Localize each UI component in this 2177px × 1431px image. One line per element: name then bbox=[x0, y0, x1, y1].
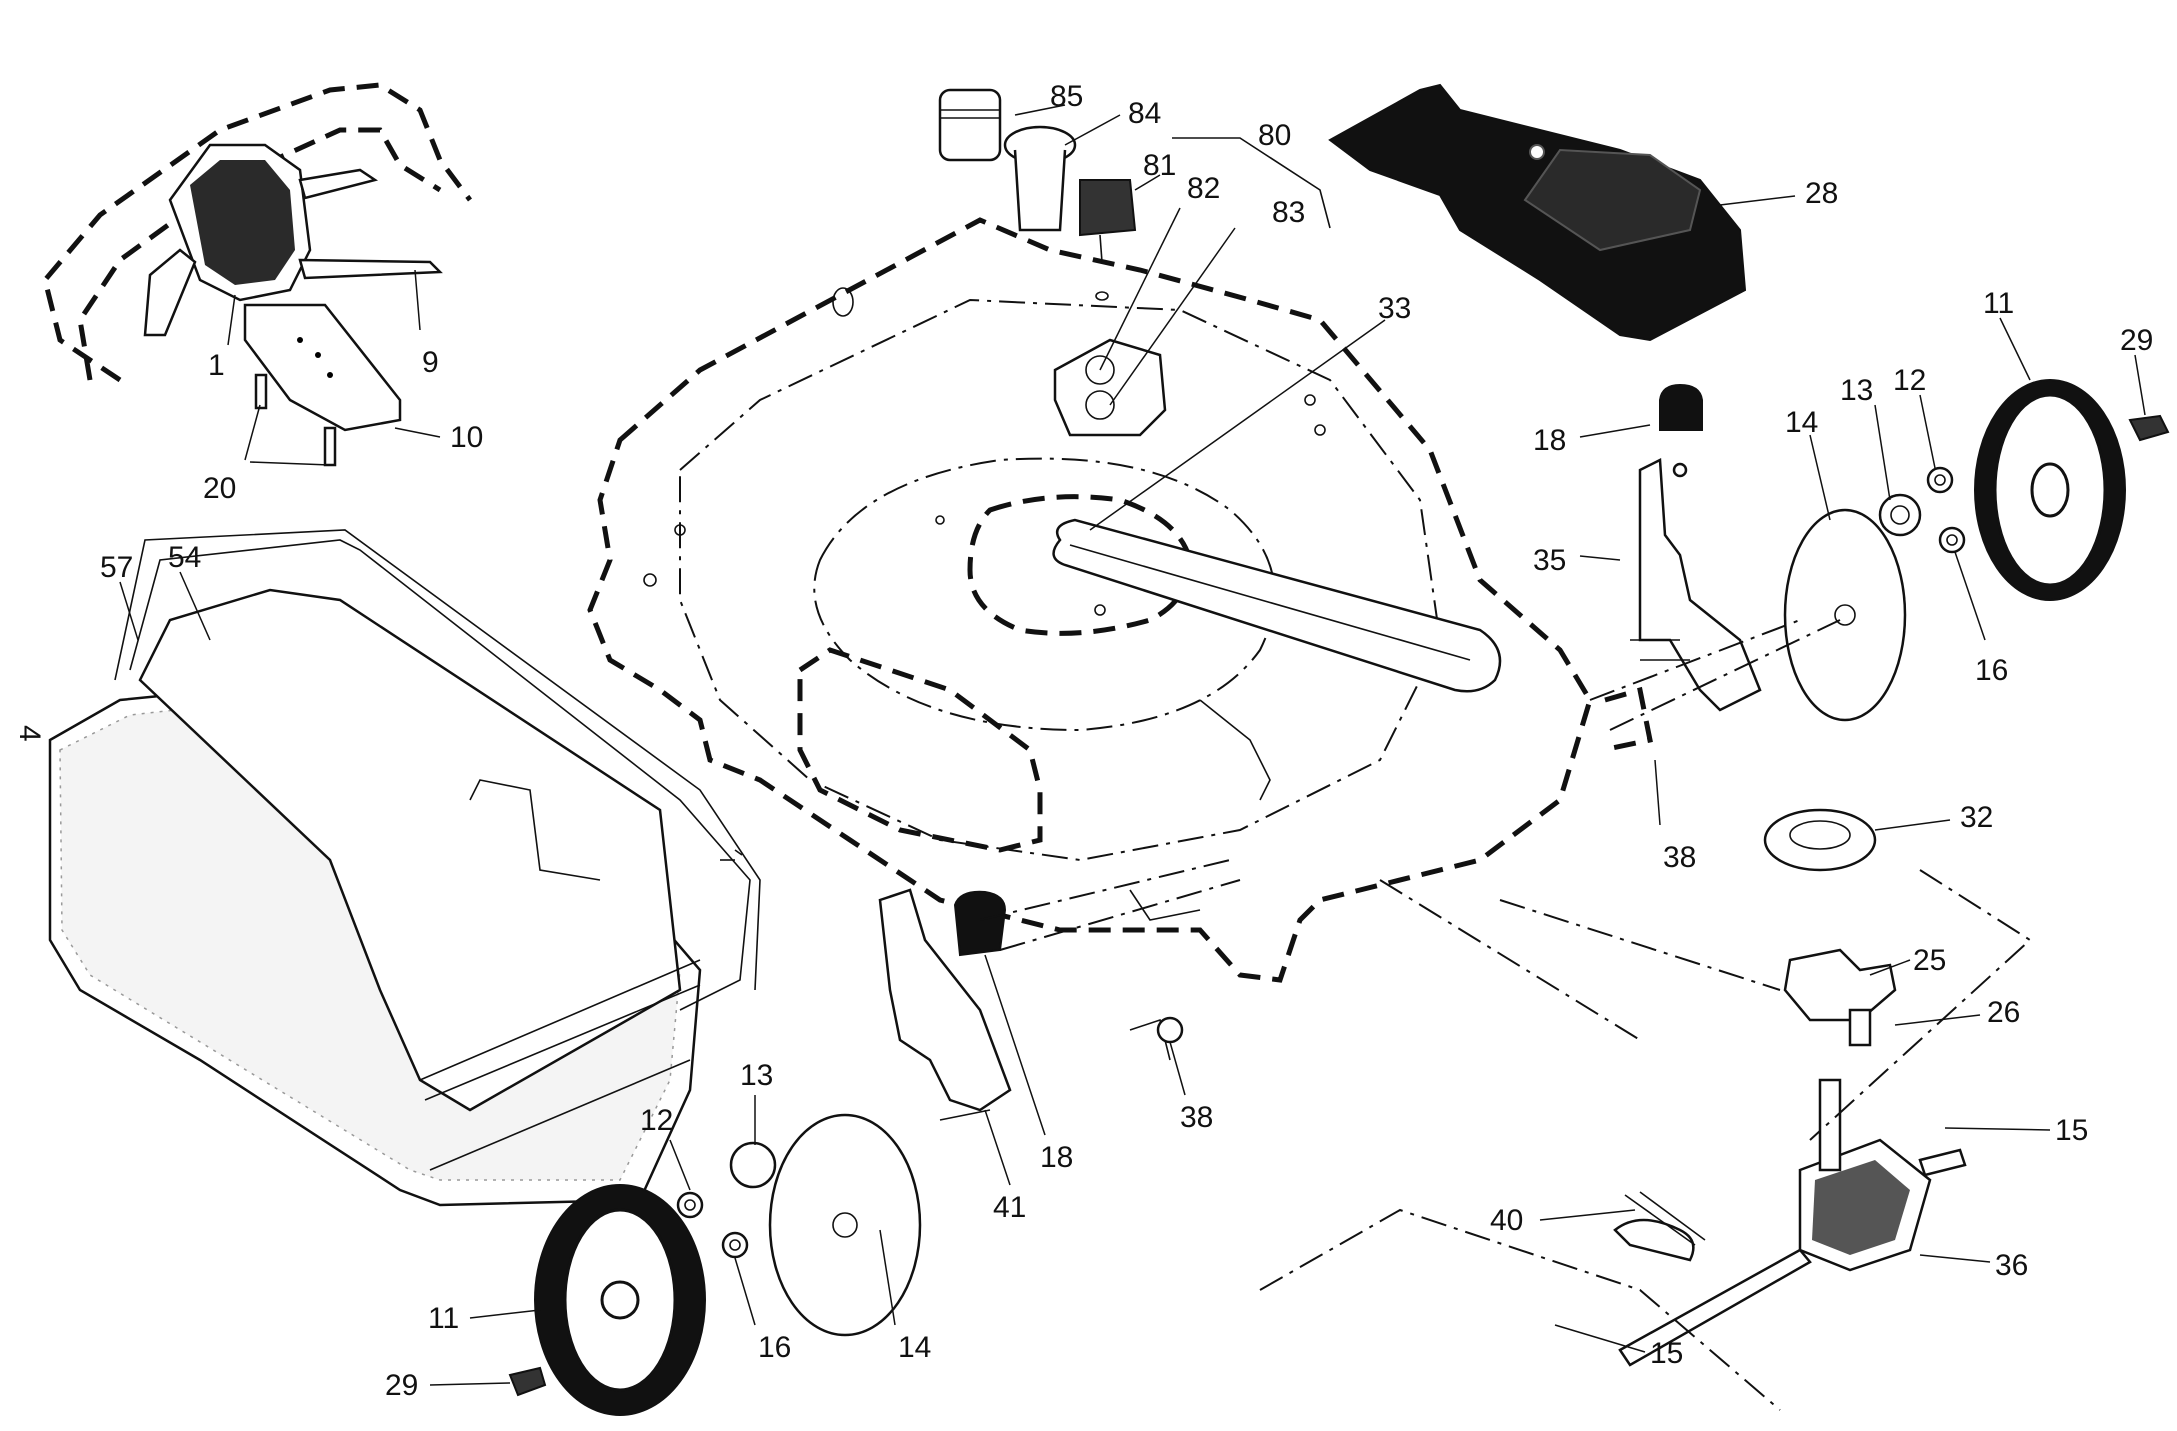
callout-16-right: 16 bbox=[1975, 654, 2008, 687]
callout-14-right: 14 bbox=[1785, 406, 1818, 439]
callout-18-left: 18 bbox=[1040, 1141, 1073, 1174]
callout-80: 80 bbox=[1258, 119, 1291, 152]
callout-labels: 85 84 80 81 82 83 28 33 1 9 10 20 57 54 … bbox=[13, 80, 2153, 1402]
callout-38-left: 38 bbox=[1180, 1101, 1213, 1134]
callout-35: 35 bbox=[1533, 544, 1566, 577]
callout-16-left: 16 bbox=[758, 1331, 791, 1364]
callout-11-right: 11 bbox=[1983, 287, 2014, 320]
drive-belt bbox=[1052, 518, 1502, 693]
callout-85: 85 bbox=[1050, 80, 1083, 113]
callout-84: 84 bbox=[1128, 97, 1161, 130]
callout-20: 20 bbox=[203, 472, 236, 505]
callout-25: 25 bbox=[1913, 944, 1946, 977]
right-wheel-assembly bbox=[1589, 379, 2170, 731]
callout-15-right: 15 bbox=[2055, 1114, 2088, 1147]
callout-29-left: 29 bbox=[385, 1369, 418, 1402]
leader-lines bbox=[119, 104, 2146, 1386]
callout-13-right: 13 bbox=[1840, 374, 1873, 407]
mower-deck bbox=[587, 217, 1653, 983]
left-wheel-assembly bbox=[508, 859, 1241, 1416]
callout-18-right: 18 bbox=[1533, 424, 1566, 457]
grass-catcher bbox=[48, 529, 761, 1207]
callout-38-right: 38 bbox=[1663, 841, 1696, 874]
callout-54: 54 bbox=[168, 541, 201, 574]
callout-40: 40 bbox=[1490, 1204, 1523, 1237]
callout-57: 57 bbox=[100, 551, 133, 584]
callout-9: 9 bbox=[422, 346, 439, 379]
callout-26: 26 bbox=[1987, 996, 2020, 1029]
callout-10: 10 bbox=[450, 421, 483, 454]
callout-81: 81 bbox=[1143, 149, 1176, 182]
engine-cover bbox=[1328, 83, 1747, 342]
callout-28: 28 bbox=[1805, 177, 1838, 210]
callout-36: 36 bbox=[1995, 1249, 2028, 1282]
callout-82: 82 bbox=[1187, 172, 1220, 205]
callout-4: 4 bbox=[13, 725, 46, 742]
callout-29-right: 29 bbox=[2120, 324, 2153, 357]
callout-15-bottom: 15 bbox=[1650, 1337, 1683, 1370]
callout-41: 41 bbox=[993, 1191, 1026, 1224]
callout-83: 83 bbox=[1272, 196, 1305, 229]
callout-32: 32 bbox=[1960, 801, 1993, 834]
wash-port-assembly bbox=[938, 88, 1331, 437]
callout-12-left: 12 bbox=[640, 1104, 673, 1137]
transmission-assembly bbox=[1259, 808, 2032, 1411]
callout-1: 1 bbox=[208, 349, 225, 382]
callout-13-left: 13 bbox=[740, 1059, 773, 1092]
callout-14-left: 14 bbox=[898, 1331, 931, 1364]
callout-12-right: 12 bbox=[1893, 364, 1926, 397]
callout-11-left: 11 bbox=[428, 1302, 459, 1335]
handle-assembly bbox=[42, 82, 472, 467]
callout-33: 33 bbox=[1378, 292, 1411, 325]
